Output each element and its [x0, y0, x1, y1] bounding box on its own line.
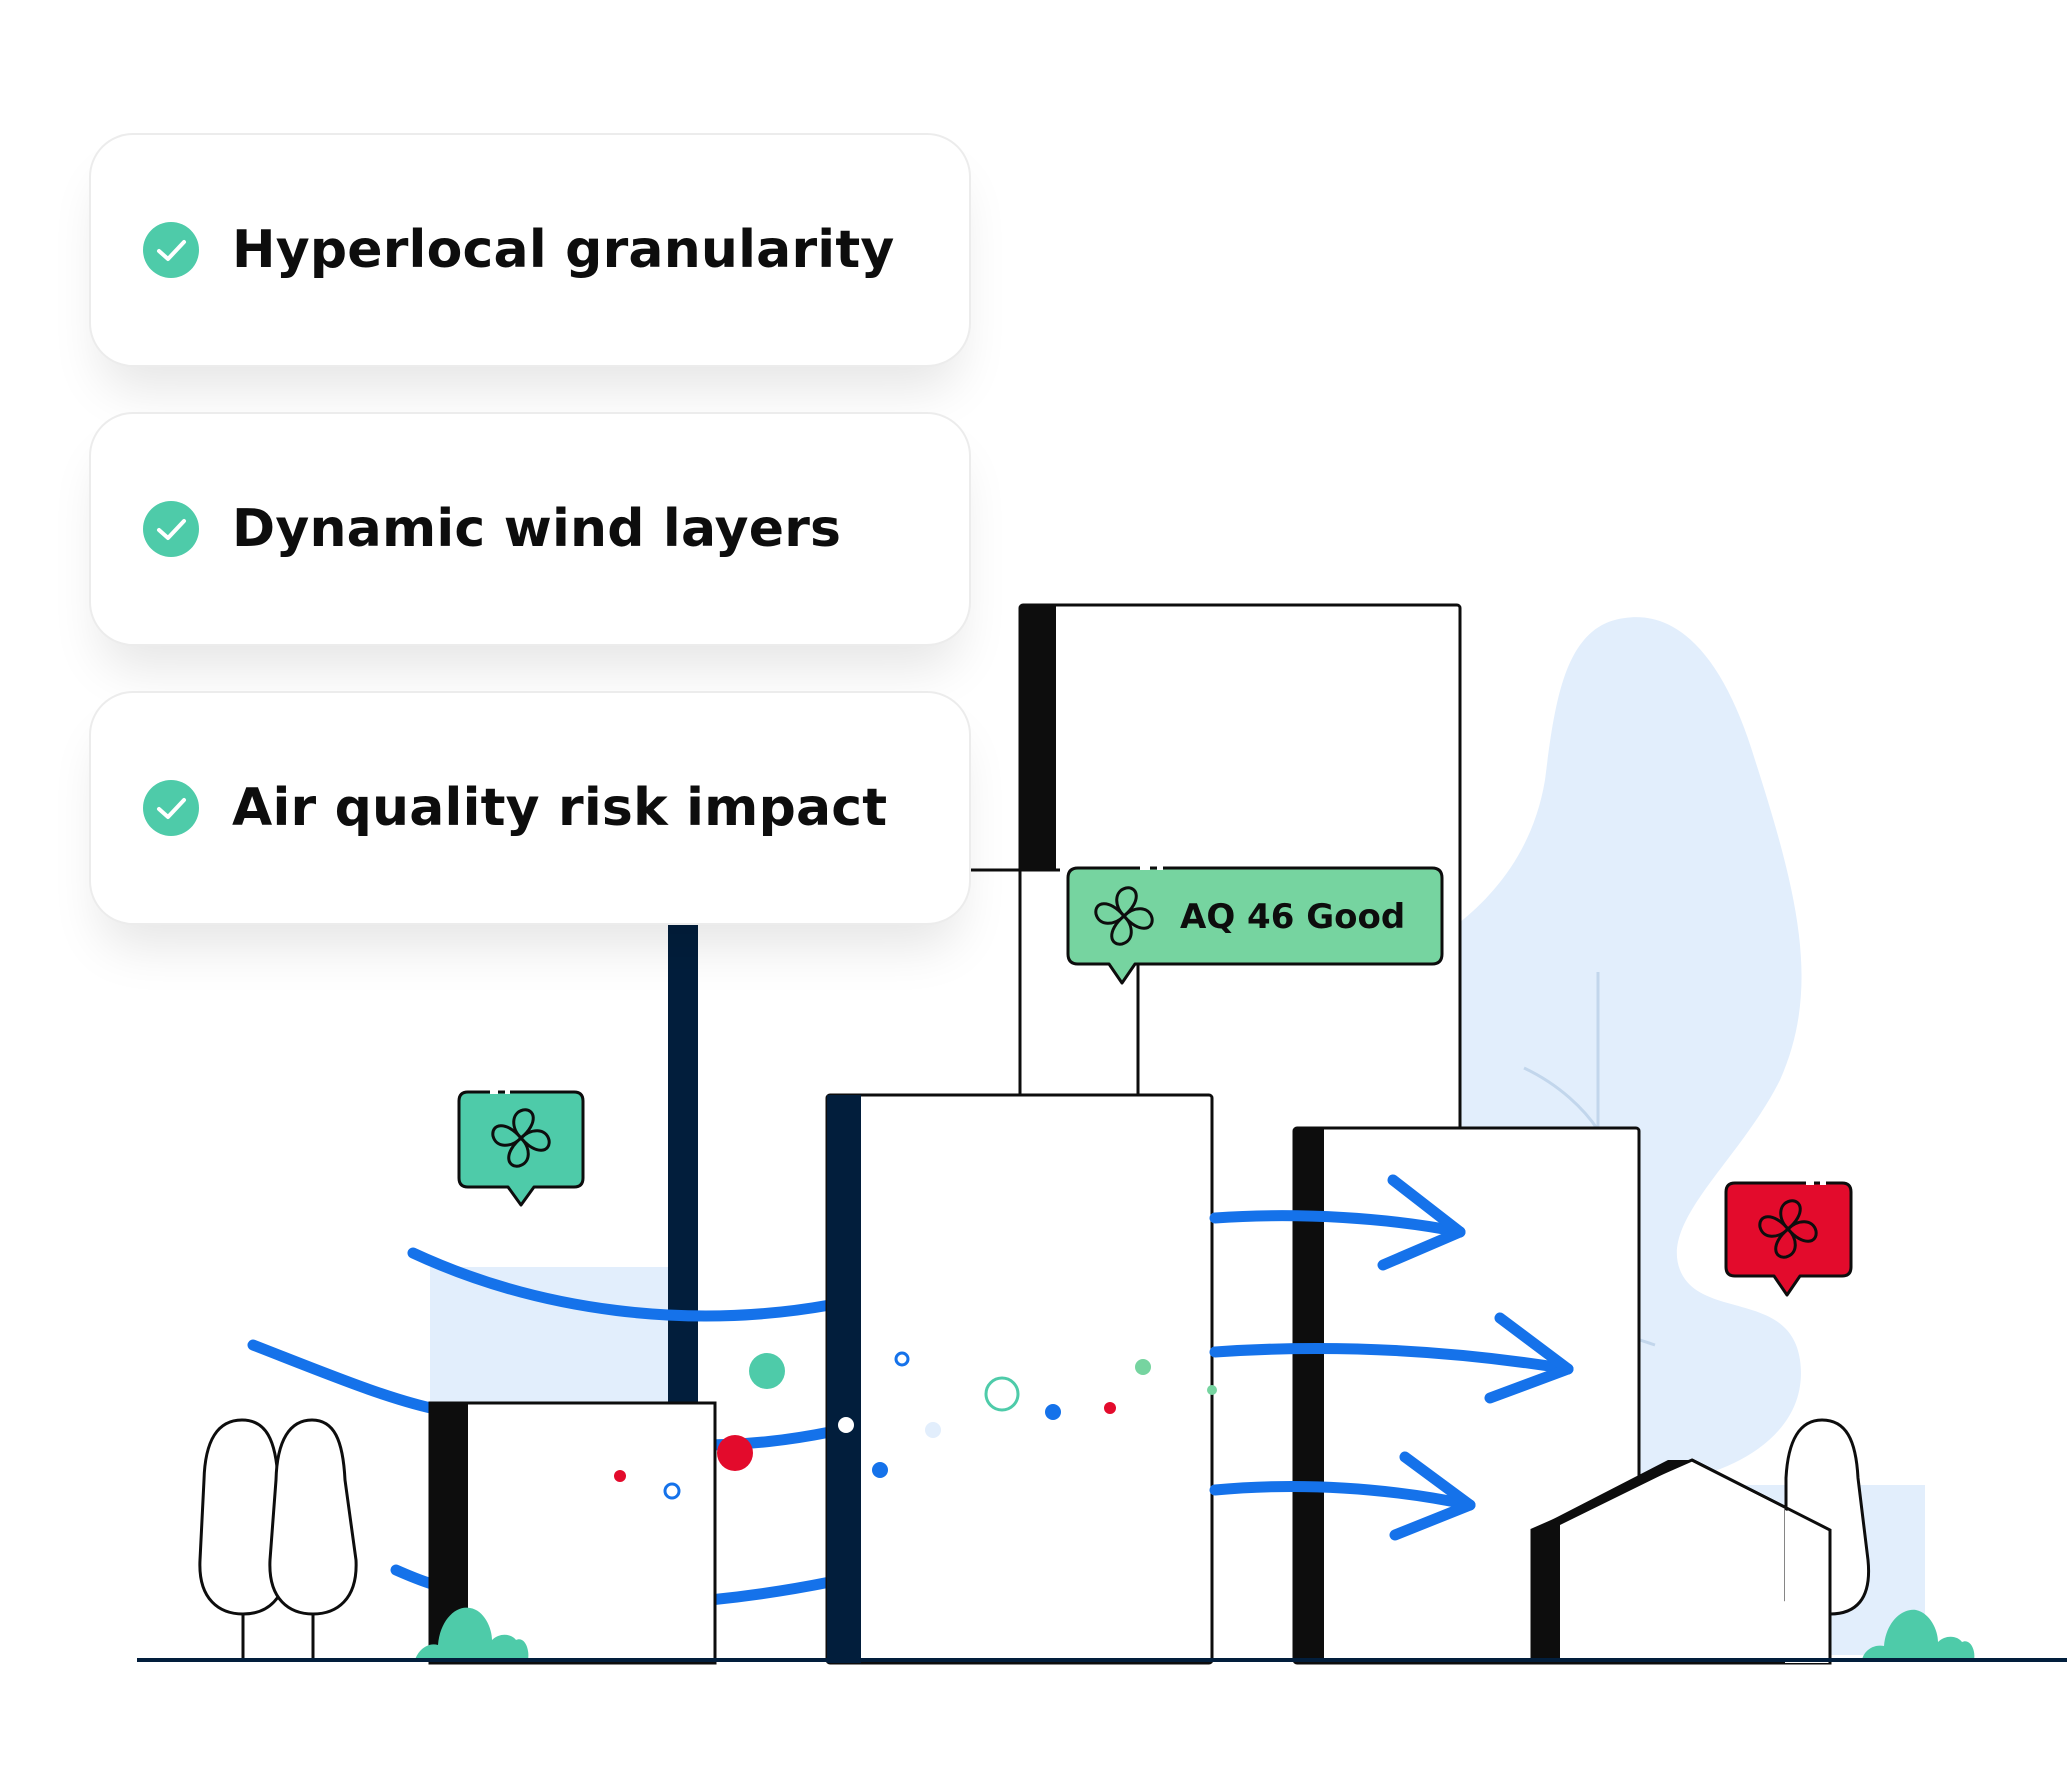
fan-icon [1758, 1199, 1818, 1259]
feature-card-wind: Dynamic wind layers [89, 412, 971, 646]
navy-pole [668, 920, 698, 1410]
feature-card-hyperlocal: Hyperlocal granularity [89, 133, 971, 367]
teal-fan-badge [457, 1090, 585, 1207]
particle [1207, 1385, 1217, 1395]
fan-icon [1094, 886, 1154, 946]
check-circle-icon [143, 501, 199, 557]
wind-stream [704, 1576, 836, 1606]
particle [925, 1422, 941, 1438]
center-building-navy-edge [827, 1095, 861, 1663]
particle [1045, 1404, 1061, 1420]
bush [415, 1607, 529, 1660]
wind-stream [694, 1426, 836, 1451]
check-circle-icon [143, 780, 199, 836]
particle [838, 1417, 854, 1433]
tree-pair [198, 1418, 358, 1660]
bush [1862, 1609, 1975, 1660]
air-quality-label: AQ 46 Good [1180, 897, 1405, 937]
tall-building-back-shadow [1020, 605, 1056, 870]
particle [984, 1376, 1020, 1412]
feature-label: Air quality risk impact [232, 778, 888, 838]
feature-card-air-quality: Air quality risk impact [89, 691, 971, 925]
air-quality-badge: AQ 46 Good [1066, 866, 1444, 985]
wind-stream [247, 1339, 446, 1416]
particle [663, 1482, 681, 1500]
house-corner-cover [1785, 1510, 1830, 1663]
particle [614, 1470, 626, 1482]
particle [894, 1351, 910, 1367]
particle [1104, 1402, 1116, 1414]
right-building-shadow [1294, 1128, 1324, 1663]
feature-label: Hyperlocal granularity [232, 220, 895, 280]
particle [872, 1462, 888, 1478]
check-circle-icon [143, 222, 199, 278]
feature-label: Dynamic wind layers [232, 499, 842, 559]
fan-icon [491, 1108, 551, 1168]
center-building [825, 1093, 1214, 1665]
background-tree-branch [1523, 1066, 1600, 1131]
particle [717, 1435, 753, 1471]
house-roof-shadow [1532, 1460, 1692, 1663]
particle [1135, 1359, 1151, 1375]
particle [749, 1353, 785, 1389]
wind-arrows [1209, 1174, 1574, 1541]
red-fan-badge [1724, 1181, 1853, 1297]
wind-stream [407, 1247, 836, 1322]
house-edge [1691, 1458, 1832, 1663]
background-tree-branch [1639, 1338, 1656, 1347]
